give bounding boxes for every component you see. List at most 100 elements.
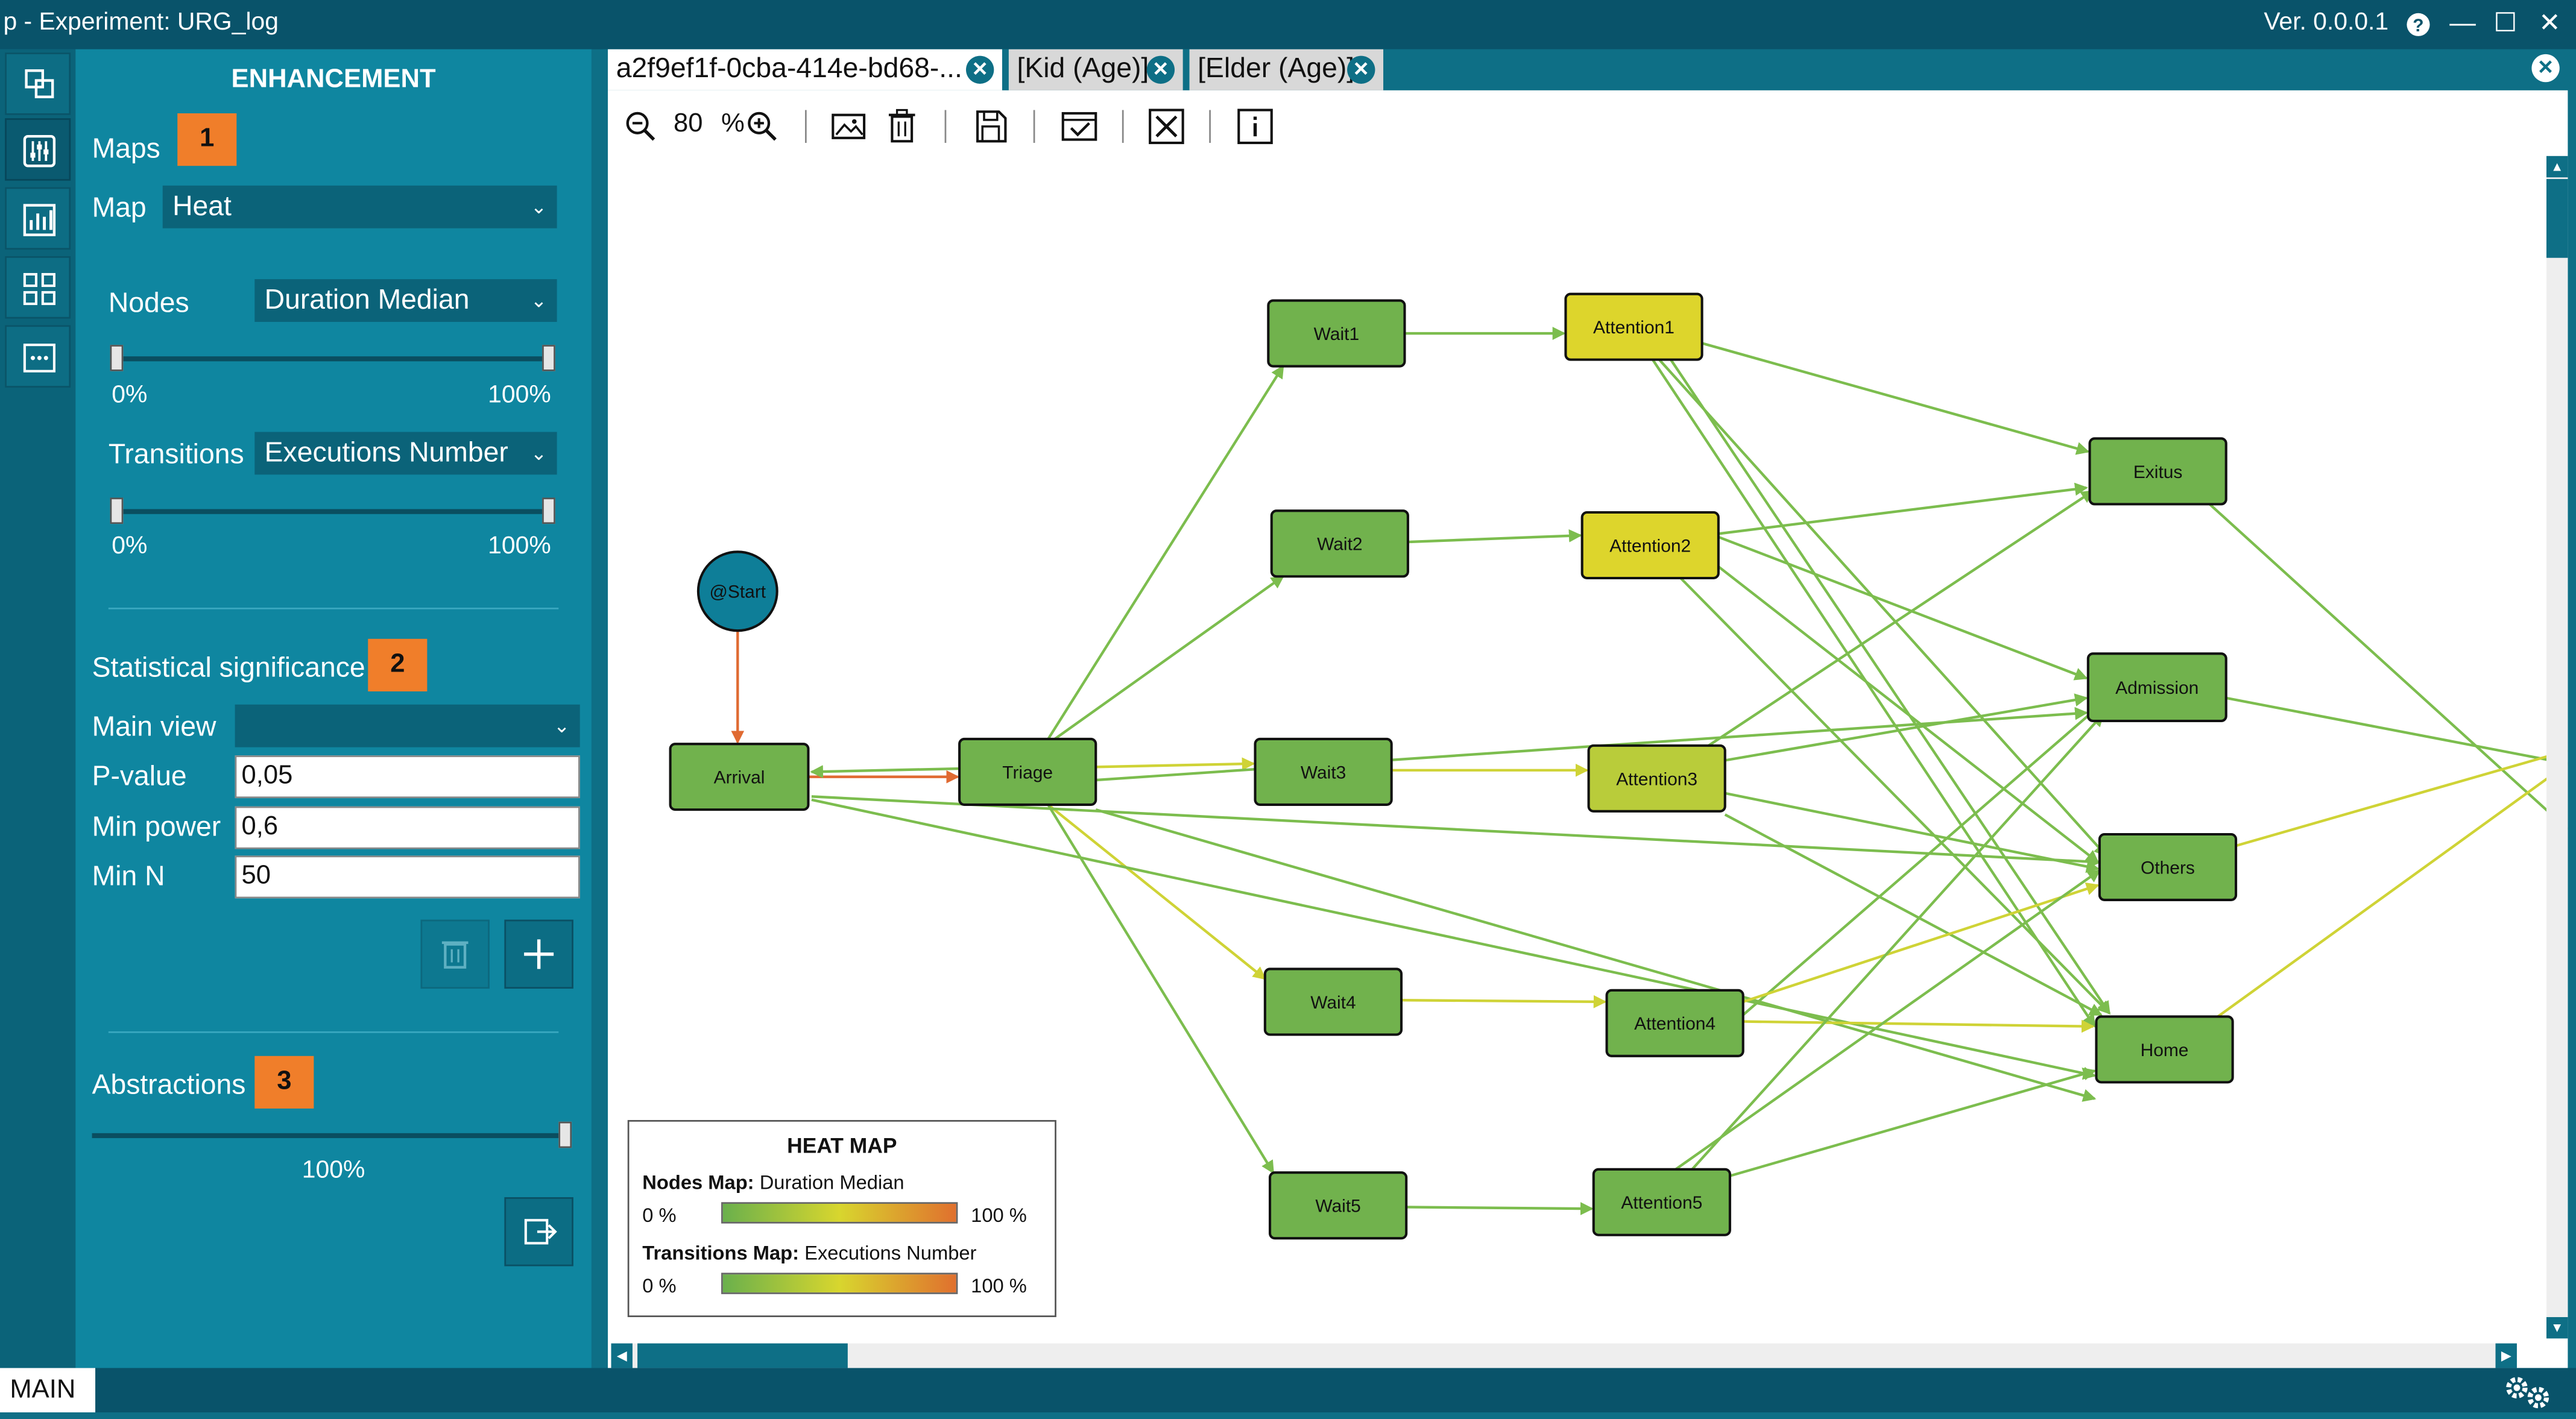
abstractions-slider-handle[interactable] — [558, 1121, 572, 1148]
node-attention3[interactable]: Attention3 — [1587, 744, 1726, 813]
transitions-metric-select[interactable]: Executions Number ⌄ — [254, 432, 557, 475]
node-attention2[interactable]: Attention2 — [1580, 511, 1720, 580]
rail-button-dashboard[interactable] — [5, 256, 71, 319]
vertical-scroll-thumb[interactable] — [2546, 178, 2568, 258]
graph-edge[interactable] — [1725, 791, 2100, 873]
graph-edge[interactable] — [1095, 808, 2097, 1102]
delete-button[interactable] — [420, 919, 490, 989]
maximize-button[interactable]: ☐ — [2493, 10, 2518, 38]
graph-edge[interactable] — [1401, 995, 1607, 1008]
graph-edge[interactable] — [2226, 696, 2568, 765]
info-button[interactable] — [1236, 107, 1275, 146]
node-wait1[interactable]: Wait1 — [1267, 299, 1406, 368]
close-window-button[interactable]: ✕ — [2539, 10, 2561, 38]
zoom-out-button[interactable] — [621, 107, 660, 146]
node-arrival[interactable]: Arrival — [669, 743, 810, 811]
nodes-range-min-handle[interactable] — [110, 345, 124, 371]
node-admission[interactable]: Admission — [2086, 652, 2227, 723]
node-others[interactable]: Others — [2098, 832, 2238, 902]
transitions-range-min-handle[interactable] — [110, 497, 124, 524]
nodes-range-max-handle[interactable] — [542, 345, 555, 371]
scroll-left-icon[interactable]: ◀ — [611, 1343, 633, 1368]
tab-elder-age[interactable]: [Elder (Age)] ✕ — [1189, 49, 1384, 90]
scroll-right-icon[interactable]: ▶ — [2495, 1343, 2517, 1368]
scroll-down-icon[interactable]: ▼ — [2546, 1317, 2568, 1339]
save-button[interactable] — [971, 107, 1010, 146]
node-wait2[interactable]: Wait2 — [1270, 509, 1409, 578]
help-icon[interactable]: ? — [2400, 7, 2436, 43]
scroll-up-icon[interactable]: ▲ — [2546, 156, 2568, 178]
horizontal-scroll-thumb[interactable] — [637, 1343, 848, 1368]
rail-button-more[interactable] — [5, 325, 71, 388]
pvalue-input[interactable]: 0,05 — [235, 755, 580, 799]
main-view-select[interactable]: ⌄ — [235, 704, 580, 747]
horizontal-scrollbar[interactable]: ◀ ▶ — [611, 1343, 2517, 1368]
graph-edge[interactable] — [1717, 565, 2100, 864]
graph-edge[interactable] — [1725, 693, 2088, 762]
graph-edge[interactable] — [1742, 702, 2104, 1016]
graph-edge[interactable] — [1658, 359, 2107, 857]
minpower-input[interactable]: 0,6 — [235, 806, 580, 849]
graph-edge[interactable] — [1718, 535, 2088, 681]
rail-button-process[interactable] — [5, 52, 71, 115]
graph-edge[interactable] — [1691, 713, 2104, 1171]
graph-edge[interactable] — [2217, 763, 2568, 1018]
graph-edge[interactable] — [1718, 482, 2088, 535]
graph-edge[interactable] — [1724, 813, 2103, 1016]
graph-edge[interactable] — [2235, 749, 2568, 848]
graph-edge[interactable] — [2208, 503, 2568, 831]
settings-button[interactable] — [2497, 1371, 2563, 1419]
graph-edge[interactable] — [811, 798, 2097, 1080]
graph-edge[interactable] — [1729, 1068, 2097, 1177]
close-tab-icon[interactable]: ✕ — [1146, 55, 1175, 84]
graph-edge[interactable] — [1047, 804, 1266, 980]
clear-button[interactable] — [882, 107, 921, 146]
graph-edge[interactable] — [1679, 577, 2111, 1015]
graph-edge[interactable] — [1406, 1202, 1594, 1215]
minimize-button[interactable]: — — [2449, 10, 2476, 38]
close-view-button[interactable] — [1147, 107, 1186, 146]
map-select[interactable]: Heat ⌄ — [162, 185, 557, 228]
graph-edge[interactable] — [1652, 359, 2096, 1028]
graph-edge[interactable] — [1407, 529, 1582, 544]
tab-kid-age[interactable]: [Kid (Age)] ✕ — [1008, 49, 1183, 90]
graph-edge[interactable] — [1675, 869, 2101, 1171]
node-wait4[interactable]: Wait4 — [1263, 968, 1403, 1036]
zoom-in-button[interactable] — [742, 107, 781, 146]
graph-edge[interactable] — [1743, 883, 2100, 1003]
graph-edge[interactable] — [1670, 359, 2111, 1015]
graph-edge[interactable] — [1701, 342, 2090, 455]
graph-edge[interactable] — [1743, 1019, 2095, 1033]
legend-transitions-label: Transitions Map: — [642, 1241, 800, 1265]
node-attention4[interactable]: Attention4 — [1605, 989, 1744, 1057]
add-button[interactable] — [504, 919, 573, 989]
graph-edge[interactable] — [811, 795, 2101, 869]
export-button[interactable] — [504, 1197, 573, 1266]
graph-edge[interactable] — [810, 765, 960, 778]
minn-input[interactable]: 50 — [235, 855, 580, 899]
node-home[interactable]: Home — [2095, 1015, 2234, 1084]
node-attention5[interactable]: Attention5 — [1592, 1168, 1731, 1236]
nodes-metric-select[interactable]: Duration Median ⌄ — [254, 279, 557, 322]
vertical-scrollbar[interactable]: ▲ ▼ — [2546, 156, 2568, 1339]
node-attention1[interactable]: Attention1 — [1564, 292, 1703, 361]
graph-edge[interactable] — [1047, 365, 1284, 740]
close-tab-icon[interactable]: ✕ — [966, 55, 994, 84]
rail-button-stats[interactable] — [5, 187, 71, 250]
validate-button[interactable] — [1059, 107, 1099, 146]
export-image-button[interactable] — [830, 107, 869, 146]
node-wait3[interactable]: Wait3 — [1254, 737, 1393, 806]
close-tab-icon[interactable]: ✕ — [1347, 55, 1375, 84]
node-start[interactable]: @Start — [696, 550, 778, 632]
graph-edge[interactable] — [1047, 804, 1275, 1174]
close-all-tabs-icon[interactable]: ✕ — [2531, 54, 2560, 83]
graph-edge[interactable] — [1708, 489, 2095, 747]
rail-button-enhancement[interactable] — [5, 118, 71, 181]
node-exitus[interactable]: Exitus — [2088, 437, 2227, 506]
node-wait5[interactable]: Wait5 — [1268, 1171, 1408, 1240]
tab-experiment[interactable]: a2f9ef1f-0cba-414e-bd68-... ✕ — [608, 49, 1002, 90]
graph-edge[interactable] — [1096, 757, 1255, 771]
transitions-range-max-handle[interactable] — [542, 497, 555, 524]
node-triage[interactable]: Triage — [958, 737, 1097, 806]
graph-edge[interactable] — [1053, 575, 1285, 740]
